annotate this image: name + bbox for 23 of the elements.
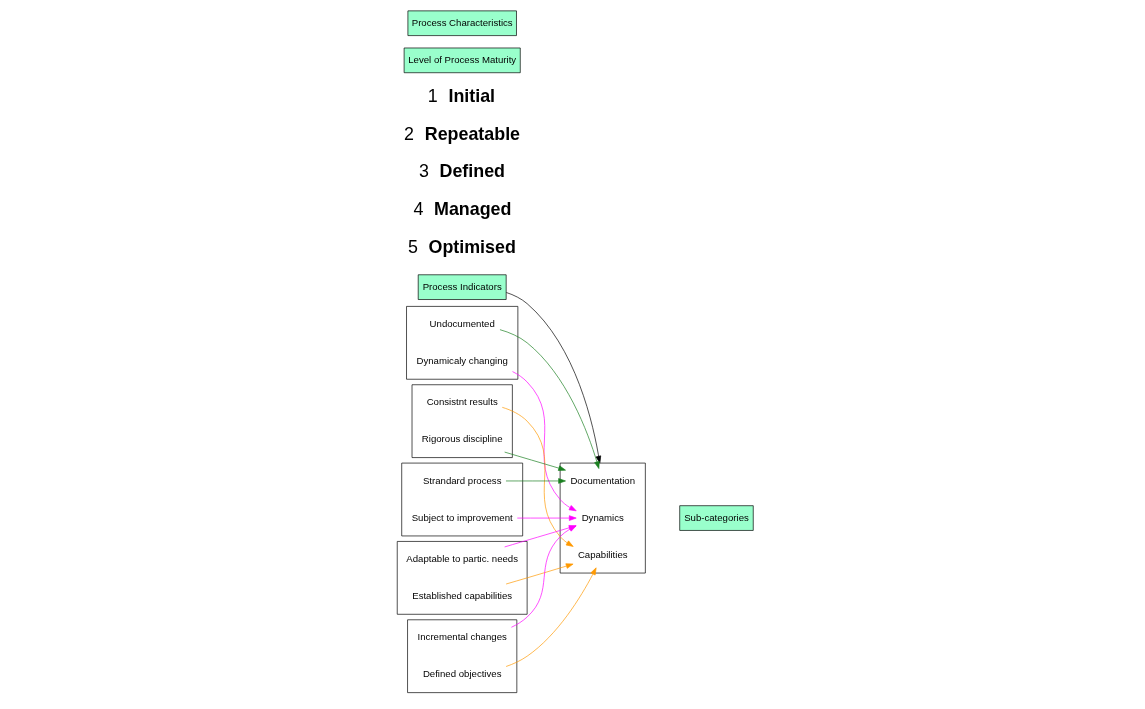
node-text: Dynamics [581,511,624,523]
label: 1 [427,85,438,106]
node-text: Incremental changes [417,631,507,643]
node-text: Strandard process [422,474,502,486]
node-text: Dynamicaly changing [416,354,508,366]
label: Optimised [428,236,516,257]
label: 4 [413,199,424,220]
node-text: Rigorous discipline [421,433,503,445]
node-text: Undocumented [429,317,495,329]
label: 2 [404,123,415,144]
node-text: Subject to improvement [411,511,513,523]
label: Defined [439,161,506,182]
label: Repeatable [424,123,521,144]
label: 3 [418,161,429,182]
label: Initial [448,85,496,106]
node-text: Documentation [570,474,636,486]
node-text: Established capabilities [412,589,513,601]
node-text: Consistnt results [426,396,498,408]
node-text: Capabilities [577,548,628,560]
label: 5 [407,236,418,257]
node-text: Adaptable to partic. needs [406,552,519,564]
node-text: Defined objectives [422,668,502,680]
label: Managed [434,199,512,220]
